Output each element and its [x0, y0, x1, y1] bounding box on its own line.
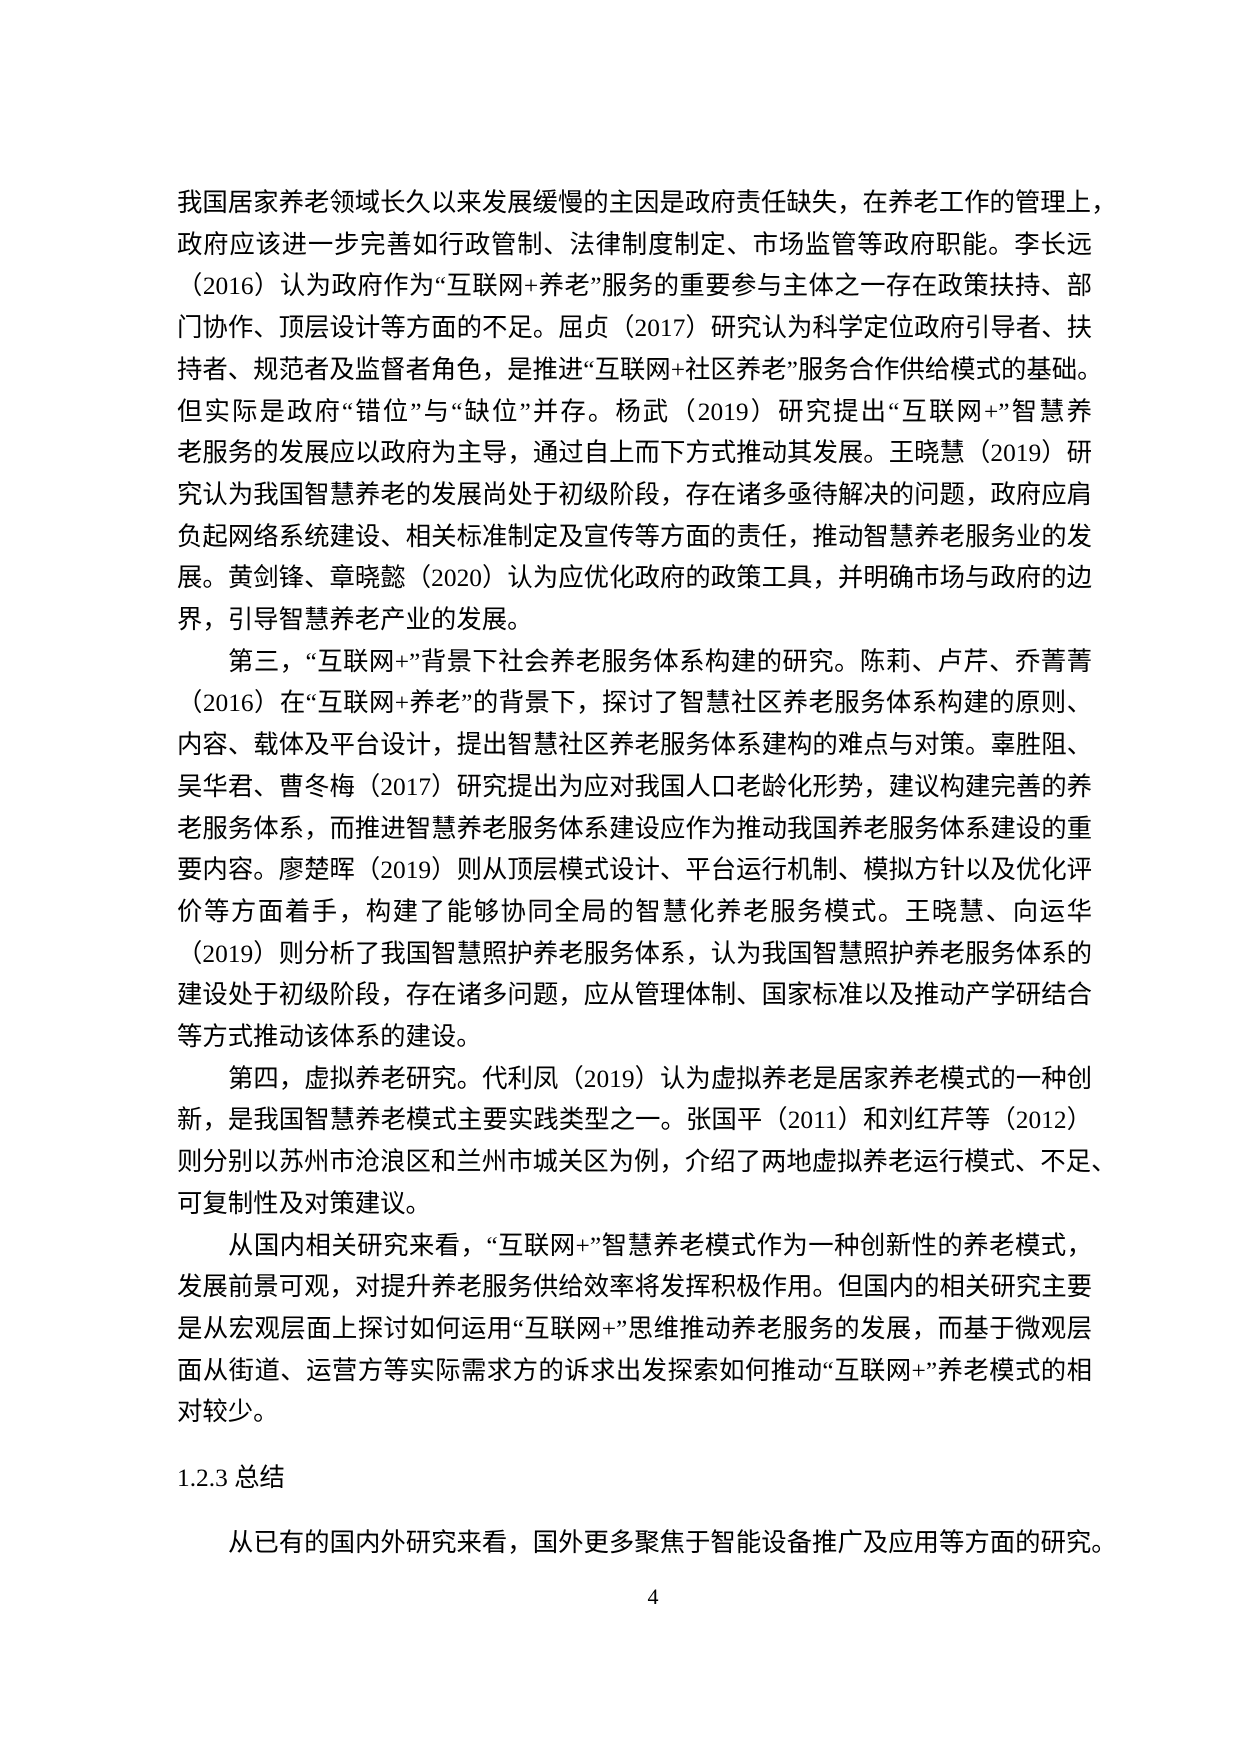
- paragraph-1-line: 政府应该进一步完善如行政管制、法律制度制定、市场监管等政府职能。李长远: [177, 230, 1092, 259]
- paragraph-2-line: 建设处于初级阶段，存在诸多问题，应从管理体制、国家标准以及推动产学研结合: [177, 981, 1092, 1010]
- paragraph-1-line: 负起网络系统建设、相关标准制定及宣传等方面的责任，推动智慧养老服务业的发: [177, 522, 1092, 551]
- paragraph-4-line: 面从街道、运营方等实际需求方的诉求出发探索如何推动“互联网+”养老模式的相: [177, 1356, 1092, 1385]
- paragraph-2-line: （2019）则分析了我国智慧照护养老服务体系，认为我国智慧照护养老服务体系的: [177, 939, 1092, 968]
- paragraph-1-line: （2016）认为政府作为“互联网+养老”服务的重要参与主体之一存在政策扶持、部: [177, 272, 1092, 301]
- paragraph-1-line: 展。黄剑锋、章晓懿（2020）认为应优化政府的政策工具，并明确市场与政府的边: [177, 564, 1092, 593]
- paragraph-1-line: 我国居家养老领域长久以来发展缓慢的主因是政府责任缺失，在养老工作的管理上，: [177, 189, 1117, 217]
- paragraph-2-line: 价等方面着手，构建了能够协同全局的智慧化养老服务模式。王晓慧、向运华: [177, 897, 1092, 926]
- paragraph-1-line: 老服务的发展应以政府为主导，通过自上而下方式推动其发展。王晓慧（2019）研: [177, 439, 1092, 468]
- paragraph-4-line: 从国内相关研究来看，“互联网+”智慧养老模式作为一种创新性的养老模式，: [228, 1231, 1092, 1260]
- paragraph-3-line: 第四，虚拟养老研究。代利凤（2019）认为虚拟养老是居家养老模式的一种创: [228, 1064, 1092, 1093]
- paragraph-2-line: 等方式推动该体系的建设。: [177, 1023, 482, 1051]
- paragraph-1-line: 究认为我国智慧养老的发展尚处于初级阶段，存在诸多亟待解决的问题，政府应肩: [177, 480, 1092, 509]
- paragraph-4-line: 是从宏观层面上探讨如何运用“互联网+”思维推动养老服务的发展，而基于微观层: [177, 1314, 1092, 1343]
- page-number: 4: [647, 1584, 659, 1609]
- paragraph-4-line: 发展前景可观，对提升养老服务供给效率将发挥积极作用。但国内的相关研究主要: [177, 1273, 1092, 1302]
- paragraph-3-line: 则分别以苏州市沧浪区和兰州市城关区为例，介绍了两地虚拟养老运行模式、不足、: [177, 1148, 1117, 1177]
- paragraph-3-line: 新，是我国智慧养老模式主要实践类型之一。张国平（2011）和刘红芹等（2012）: [177, 1106, 1092, 1135]
- paragraph-1-line: 门协作、顶层设计等方面的不足。屈贞（2017）研究认为科学定位政府引导者、扶: [177, 314, 1092, 343]
- paragraph-1-line: 界，引导智慧养老产业的发展。: [177, 606, 533, 634]
- paragraph-2-line: 老服务体系，而推进智慧养老服务体系建设应作为推动我国养老服务体系建设的重: [177, 814, 1092, 843]
- paragraph-1-line: 但实际是政府“错位”与“缺位”并存。杨武（2019）研究提出“互联网+”智慧养: [177, 397, 1092, 426]
- final-paragraph: 从已有的国内外研究来看，国外更多聚焦于智能设备推广及应用等方面的研究。: [228, 1529, 1117, 1557]
- paragraph-2-line: （2016）在“互联网+养老”的背景下，探讨了智慧社区养老服务体系构建的原则、: [177, 689, 1092, 718]
- paragraph-2-line: 吴华君、曹冬梅（2017）研究提出为应对我国人口老龄化形势，建议构建完善的养: [177, 772, 1092, 801]
- paragraph-2-line: 第三，“互联网+”背景下社会养老服务体系构建的研究。陈莉、卢芹、乔菁菁: [228, 647, 1092, 676]
- section-heading: 1.2.3 总结: [177, 1464, 285, 1492]
- paragraph-1-line: 持者、规范者及监督者角色，是推进“互联网+社区养老”服务合作供给模式的基础。: [177, 355, 1103, 384]
- paragraph-3-line: 可复制性及对策建议。: [177, 1189, 431, 1218]
- paragraph-2-line: 内容、载体及平台设计，提出智慧社区养老服务体系建构的难点与对策。辜胜阻、: [177, 731, 1092, 760]
- paragraph-4-line: 对较少。: [177, 1398, 279, 1427]
- paragraph-2-line: 要内容。廖楚晖（2019）则从顶层模式设计、平台运行机制、模拟方针以及优化评: [177, 856, 1092, 885]
